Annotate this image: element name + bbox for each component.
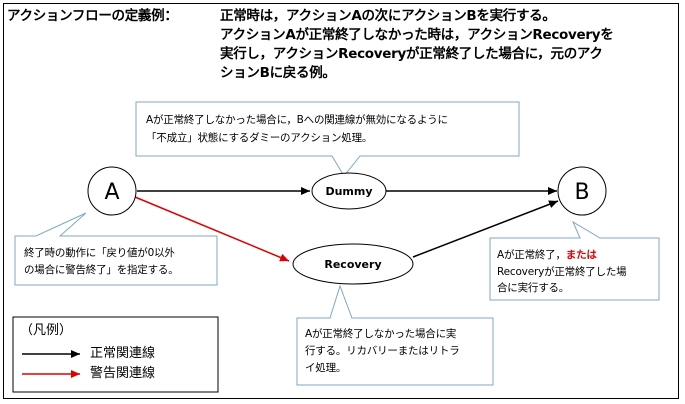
callout-b-note-emphasis: または bbox=[565, 249, 597, 261]
callout-b-note-shape bbox=[489, 220, 660, 301]
header-line-2: アクションAが正常終了しなかった時は，アクションRecoveryを bbox=[220, 27, 614, 43]
node-b-label: B bbox=[574, 180, 589, 205]
diagram-frame bbox=[3, 3, 679, 399]
callout-a-note-shape bbox=[14, 212, 218, 286]
callout-a-note-line-2: の場合に警告終了」を指定する。 bbox=[24, 264, 179, 276]
callout-dummy-note-shape bbox=[135, 101, 520, 177]
callout-b-note-prefix: Aが正常終了， bbox=[497, 249, 566, 261]
callout-recovery-note-shape bbox=[296, 284, 494, 386]
node-dummy-shape bbox=[311, 172, 387, 210]
header-label: アクションフローの定義例： bbox=[7, 8, 178, 24]
edge-a-to-recovery bbox=[134, 196, 290, 262]
header-line-1: 正常時は，アクションAの次にアクションBを実行する。 bbox=[220, 8, 556, 24]
node-b-shape bbox=[557, 166, 607, 216]
callout-dummy-note-line-1: Aが正常終了しなかった場合に，Bへの関連線が無効になるように bbox=[146, 114, 448, 126]
node-a-shape bbox=[87, 166, 137, 216]
callout-b-note-line-3: 合に実行する。 bbox=[497, 282, 570, 294]
edge-recovery-to-b bbox=[412, 200, 559, 258]
callout-b-note-line-2: Recoveryが正常終了した場 bbox=[497, 266, 627, 278]
callout-recovery-note-line-3: イ処理。 bbox=[305, 362, 347, 374]
legend-title: （凡例） bbox=[20, 323, 73, 338]
callout-dummy-note-line-2: 「不成立」状態にするダミーのアクション処理。 bbox=[146, 132, 373, 144]
callout-a-note-line-1: 終了時の動作に「戻り値が0以外 bbox=[24, 247, 175, 259]
legend-warning-label: 警告関連線 bbox=[90, 366, 156, 381]
callout-b-note-line-1: Aが正常終了，または bbox=[497, 247, 597, 263]
callout-recovery-note-line-1: Aが正常終了しなかった場合に実 bbox=[305, 328, 457, 340]
callout-recovery-note-line-2: 行する。リカバリーまたはリトラ bbox=[305, 345, 460, 357]
header-line-3: 実行し，アクションRecoveryが正常終了した場合に，元のアク bbox=[220, 46, 603, 62]
node-recovery-label: Recovery bbox=[324, 258, 381, 271]
node-recovery-shape bbox=[292, 243, 414, 285]
legend-normal-label: 正常関連線 bbox=[90, 346, 156, 361]
node-dummy-label: Dummy bbox=[325, 185, 372, 198]
node-a-label: A bbox=[104, 180, 119, 205]
header-line-4: ションBに戻る例。 bbox=[220, 65, 336, 81]
